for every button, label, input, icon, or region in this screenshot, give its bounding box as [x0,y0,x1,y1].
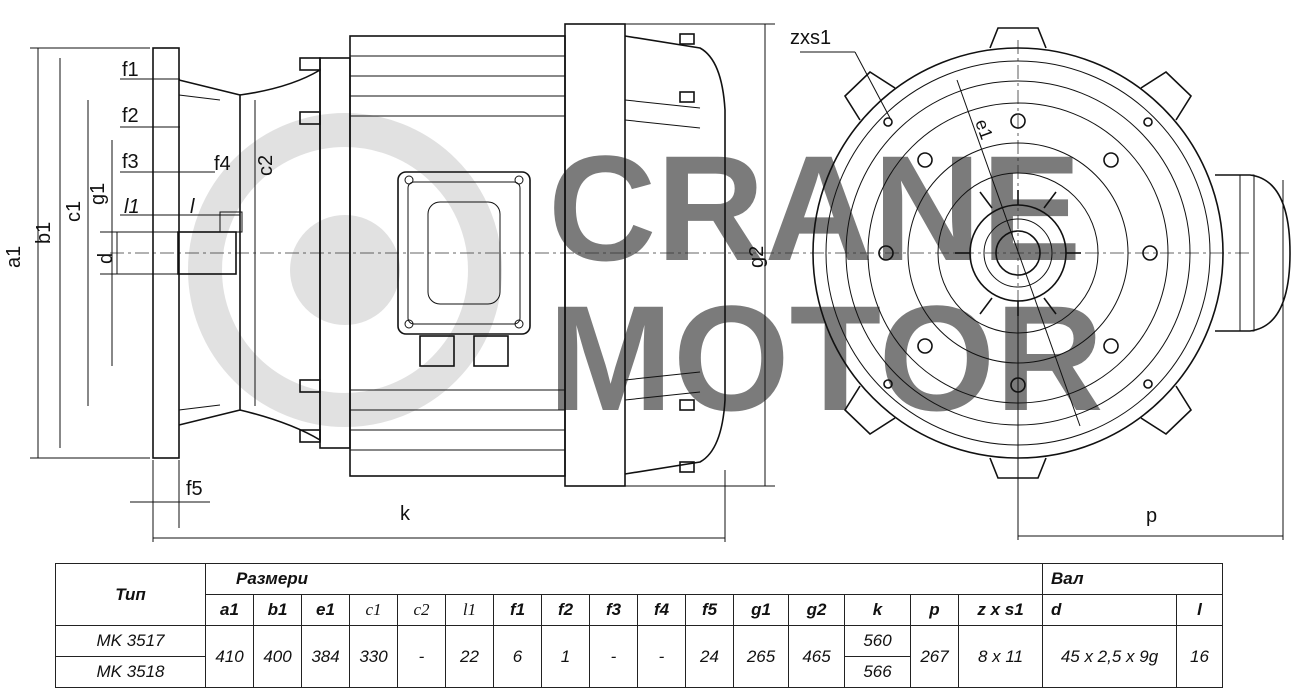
value-k-3517: 560 [844,625,911,657]
col-f1: f1 [493,594,542,626]
value-c1: 330 [349,625,398,688]
value-zxs1: 8 x 11 [958,625,1043,688]
label-f3: f3 [122,151,139,173]
label-l1: l1 [124,196,140,218]
side-dimensions [30,23,1284,542]
header-type: Тип [55,563,206,626]
col-zxs1: z x s1 [958,594,1043,626]
label-a1: a1 [3,246,25,268]
col-l: l [1176,594,1223,626]
value-l1: 22 [445,625,494,688]
spec-table: Тип Размери Вал a1 b1 e1 c1 c2 l1 f1 f2 … [55,563,1223,688]
value-p: 267 [910,625,959,688]
col-c1: c1 [349,594,398,626]
col-b1: b1 [253,594,302,626]
label-zxs1: zxs1 [790,27,831,49]
value-g1: 265 [733,625,789,688]
col-p: p [910,594,959,626]
type-mk3517: MK 3517 [55,625,206,657]
value-f1: 6 [493,625,542,688]
label-g2: g2 [746,246,768,268]
col-g2: g2 [788,594,845,626]
value-k-3518: 566 [844,656,911,688]
label-f2: f2 [122,105,139,127]
label-c1: c1 [63,201,85,222]
watermark-logo: CRANE MOTOR [188,113,1104,442]
watermark-text-2: MOTOR [548,274,1104,442]
col-l1: l1 [445,594,494,626]
value-b1: 400 [253,625,302,688]
col-f4: f4 [637,594,686,626]
col-e1: e1 [301,594,350,626]
value-f4: - [637,625,686,688]
label-c2: c2 [255,155,277,176]
col-f5: f5 [685,594,734,626]
value-d: 45 x 2,5 x 9g [1042,625,1177,688]
label-p: p [1146,505,1157,527]
col-c2: c2 [397,594,446,626]
label-k: k [400,503,411,525]
label-d: d [95,253,117,264]
col-d: d [1042,594,1177,626]
header-shaft: Вал [1042,563,1223,595]
value-c2: - [397,625,446,688]
label-f4: f4 [214,153,231,175]
label-f5: f5 [186,478,203,500]
dimension-labels: a1 b1 c1 g1 d c2 g2 f1 f2 f3 f4 l1 l f5 … [3,27,1157,527]
col-g1: g1 [733,594,789,626]
front-view [812,27,1291,479]
watermark-text-1: CRANE [548,124,1081,292]
value-a1: 410 [205,625,254,688]
label-b1: b1 [33,222,55,244]
label-g1: g1 [87,183,109,205]
col-a1: a1 [205,594,254,626]
col-k: k [844,594,911,626]
value-f2: 1 [541,625,590,688]
header-sizes: Размери [205,563,1043,595]
value-l: 16 [1176,625,1223,688]
col-f2: f2 [541,594,590,626]
motor-drawing: CRANE MOTOR [3,23,1291,542]
value-g2: 465 [788,625,845,688]
type-mk3518: MK 3518 [55,656,206,688]
side-view [152,23,726,487]
label-f1: f1 [122,59,139,81]
value-e1: 384 [301,625,350,688]
value-f5: 24 [685,625,734,688]
label-l: l [190,196,195,218]
col-f3: f3 [589,594,638,626]
value-f3: - [589,625,638,688]
